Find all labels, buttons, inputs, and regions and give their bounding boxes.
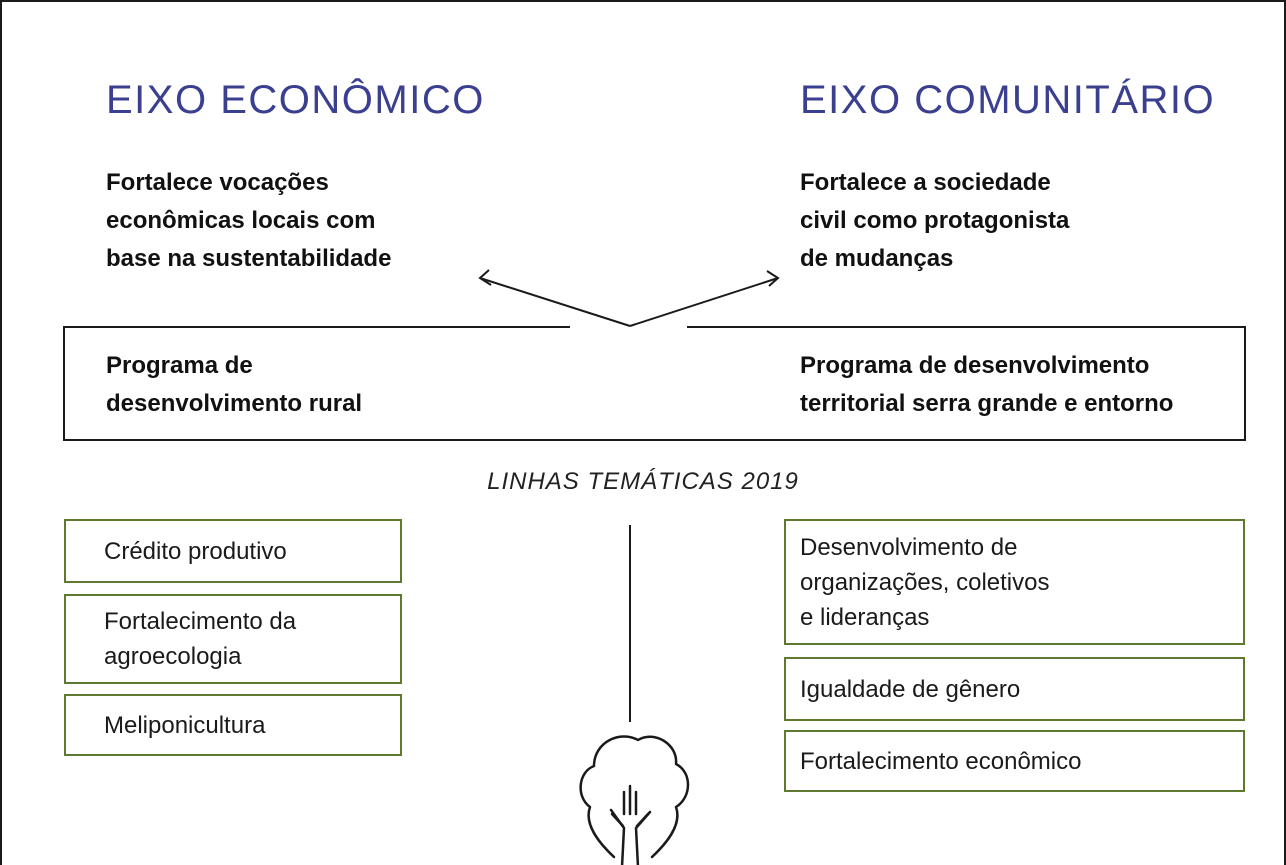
theme-box-igualdade-genero: Igualdade de gênero [784,657,1245,721]
arrow-to-economic [479,277,631,327]
community-axis-title: EIXO COMUNITÁRIO [800,78,1216,122]
rural-program-label: Programa de desenvolvimento rural [106,352,363,417]
program-box-outline [63,326,1246,441]
theme-box-fortalecimento-economico: Fortalecimento econômico [784,730,1245,792]
arrow-head-economic [478,269,492,286]
theme-box-organizacoes: Desenvolvimento de organizações, coletiv… [784,519,1245,645]
theme-label: Desenvolvimento de organizações, coletiv… [800,533,1050,631]
theme-label: Crédito produtivo [104,537,287,565]
tree-icon [579,735,690,865]
arrow-to-community [629,277,779,327]
theme-box-meliponicultura: Meliponicultura [64,694,402,756]
thematic-lines-title: LINHAS TEMÁTICAS 2019 [487,468,799,495]
theme-box-credito-produtivo: Crédito produtivo [64,519,402,583]
theme-label: Fortalecimento da agroecologia [104,608,297,670]
theme-label: Meliponicultura [104,711,266,739]
theme-box-agroecologia: Fortalecimento da agroecologia [64,594,402,684]
community-axis-description: Fortalece a sociedade civil como protago… [800,169,1070,272]
economic-axis-description: Fortalece vocações econômicas locais com… [106,169,392,272]
arrow-head-community [766,270,780,287]
territorial-program-label: Programa de desenvolvimento territorial … [800,352,1174,417]
economic-axis-title: EIXO ECONÔMICO [106,78,485,122]
theme-label: Igualdade de gênero [800,675,1021,703]
theme-label: Fortalecimento econômico [800,747,1082,775]
